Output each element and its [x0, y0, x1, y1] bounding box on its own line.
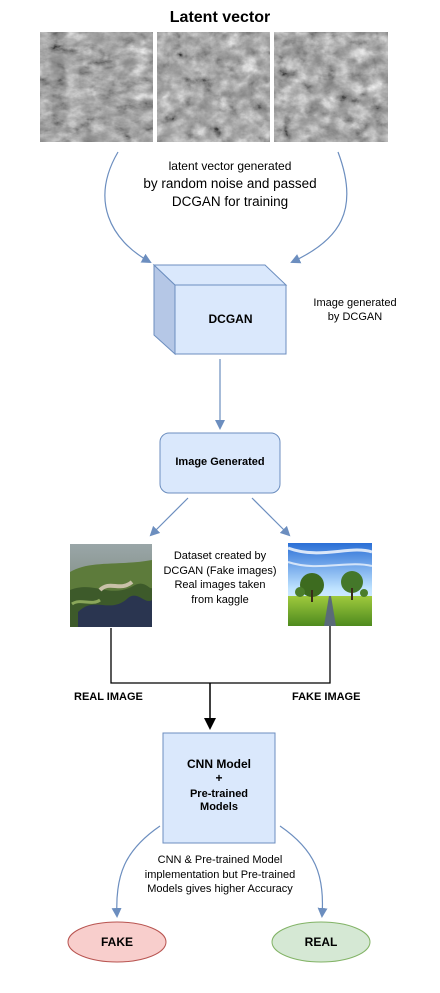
cnn-note-line: CNN & Pre-trained Model [157, 854, 283, 866]
latent-noise-image-1 [40, 32, 153, 142]
dataset-note-line: from kaggle [191, 593, 249, 606]
dataset-note: Dataset created by DCGAN (Fake images) R… [150, 549, 290, 607]
fake-image-connector [210, 626, 331, 684]
cnn-label: CNN Model + Pre-trained Models [163, 757, 275, 814]
generated-to-real-arrow [149, 497, 189, 537]
fake-output-label: FAKE [100, 935, 133, 949]
real-image-label: REAL IMAGE [74, 691, 143, 703]
diagram-title: Latent vector [169, 9, 271, 26]
latent-note-line: DCGAN for training [171, 194, 289, 209]
cnn-label-line: Pre-trained [189, 788, 249, 800]
dcgan-cube [152, 263, 288, 356]
generated-to-fake-arrow [251, 497, 291, 537]
cnn-model-box [162, 732, 276, 844]
real-output-label: REAL [304, 935, 338, 949]
dcgan-note: Image generated by DCGAN [300, 296, 410, 324]
cnn-label-line: CNN Model [187, 757, 251, 771]
cnn-to-real-arrow [279, 825, 328, 918]
cnn-label-line: Models [200, 801, 238, 813]
real-image-thumbnail [70, 544, 152, 627]
real-output-node [271, 921, 371, 963]
cnn-note-line: Models gives higher Accuracy [147, 883, 293, 895]
real-image-connector [110, 628, 210, 684]
cnn-to-fake-arrow [111, 825, 161, 918]
dataset-note-line: Real images taken [174, 579, 266, 591]
latent-to-dcgan-arrow-right [290, 151, 348, 264]
cnn-note-line: implementation but Pre-trained [144, 868, 296, 881]
dataset-note-line: DCGAN (Fake images) [163, 564, 277, 577]
latent-note-line: by random noise and passed [143, 176, 317, 191]
cnn-label-line: + [215, 771, 223, 785]
dcgan-note-line: Image generated [313, 297, 397, 309]
dcgan-note-line: by DCGAN [327, 311, 383, 323]
latent-note: latent vector generated by random noise … [110, 158, 350, 211]
latent-to-dcgan-arrow-left [104, 151, 152, 263]
image-generated-box [159, 432, 281, 494]
latent-noise-image-2 [157, 32, 270, 142]
latent-noise-image-3 [274, 32, 388, 142]
fake-image-thumbnail [287, 543, 373, 626]
fake-image-label: FAKE IMAGE [292, 691, 361, 703]
image-generated-label: Image Generated [175, 456, 265, 468]
dcgan-label: DCGAN [208, 312, 253, 326]
fake-output-node [67, 921, 167, 963]
latent-note-line: latent vector generated [168, 159, 292, 173]
cnn-note: CNN & Pre-trained Model implementation b… [120, 853, 320, 897]
dataset-note-line: Dataset created by [173, 550, 267, 562]
